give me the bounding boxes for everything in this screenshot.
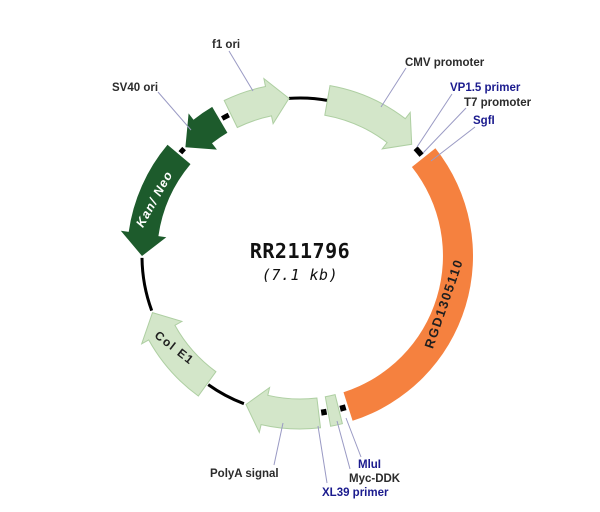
- feature-kan-neo-arrow: [120, 144, 191, 256]
- label-vp15-primer: VP1.5 primer: [450, 82, 521, 94]
- plasmid-size: (7.1 kb): [262, 266, 338, 284]
- label-sgfi: SgfI: [473, 115, 495, 127]
- label-f1-ori: f1 ori: [212, 39, 240, 51]
- feature-myc-ddk-band: [324, 393, 344, 427]
- label-xl39-primer: XL39 primer: [322, 487, 389, 499]
- feature-cmv-promoter-arrow: [324, 85, 413, 150]
- mlui-site-tick: [339, 404, 347, 412]
- leader-line-myc-ddk: [336, 420, 351, 470]
- leader-line-f1-ori: [228, 50, 254, 92]
- leader-line-polya-signal: [273, 422, 284, 466]
- label-polya-signal: PolyA signal: [210, 468, 279, 480]
- feature-sv40-ori-arrow: [185, 106, 228, 150]
- feature-rgd1305110-band: [343, 148, 474, 421]
- xl39-site-tick: [320, 408, 328, 416]
- feature-f1-ori-arrow: [223, 77, 290, 129]
- label-sv40-ori: SV40 ori: [112, 82, 158, 94]
- feature-polya-signal-arrow: [245, 386, 322, 434]
- leader-line-xl39-primer: [317, 425, 328, 484]
- leader-line-mlui: [345, 417, 362, 458]
- backbone-tick-sv40-f1: [220, 112, 230, 121]
- leader-line-sv40-ori: [157, 91, 192, 131]
- backbone-arc-left: [140, 257, 154, 312]
- label-cmv-promoter: CMV promoter: [405, 57, 485, 69]
- plasmid-title: RR211796: [250, 239, 350, 263]
- leader-line-vp15-primer: [416, 93, 453, 148]
- backbone-arc-top: [288, 96, 330, 103]
- label-myc-ddk: Myc-DDK: [349, 473, 401, 485]
- sgfi-site-tick: [413, 146, 424, 157]
- backbone-tick-kan-sv40: [178, 146, 186, 155]
- leader-line-cmv-promoter: [380, 67, 407, 108]
- leader-line-t7-promoter: [422, 107, 467, 154]
- label-mlui: MluI: [358, 459, 381, 471]
- feature-col-e1-arrow: [140, 311, 217, 397]
- leader-line-sgfi: [430, 126, 476, 162]
- backbone-arc-bottom-left: [207, 383, 245, 406]
- label-t7-promoter: T7 promoter: [464, 97, 532, 109]
